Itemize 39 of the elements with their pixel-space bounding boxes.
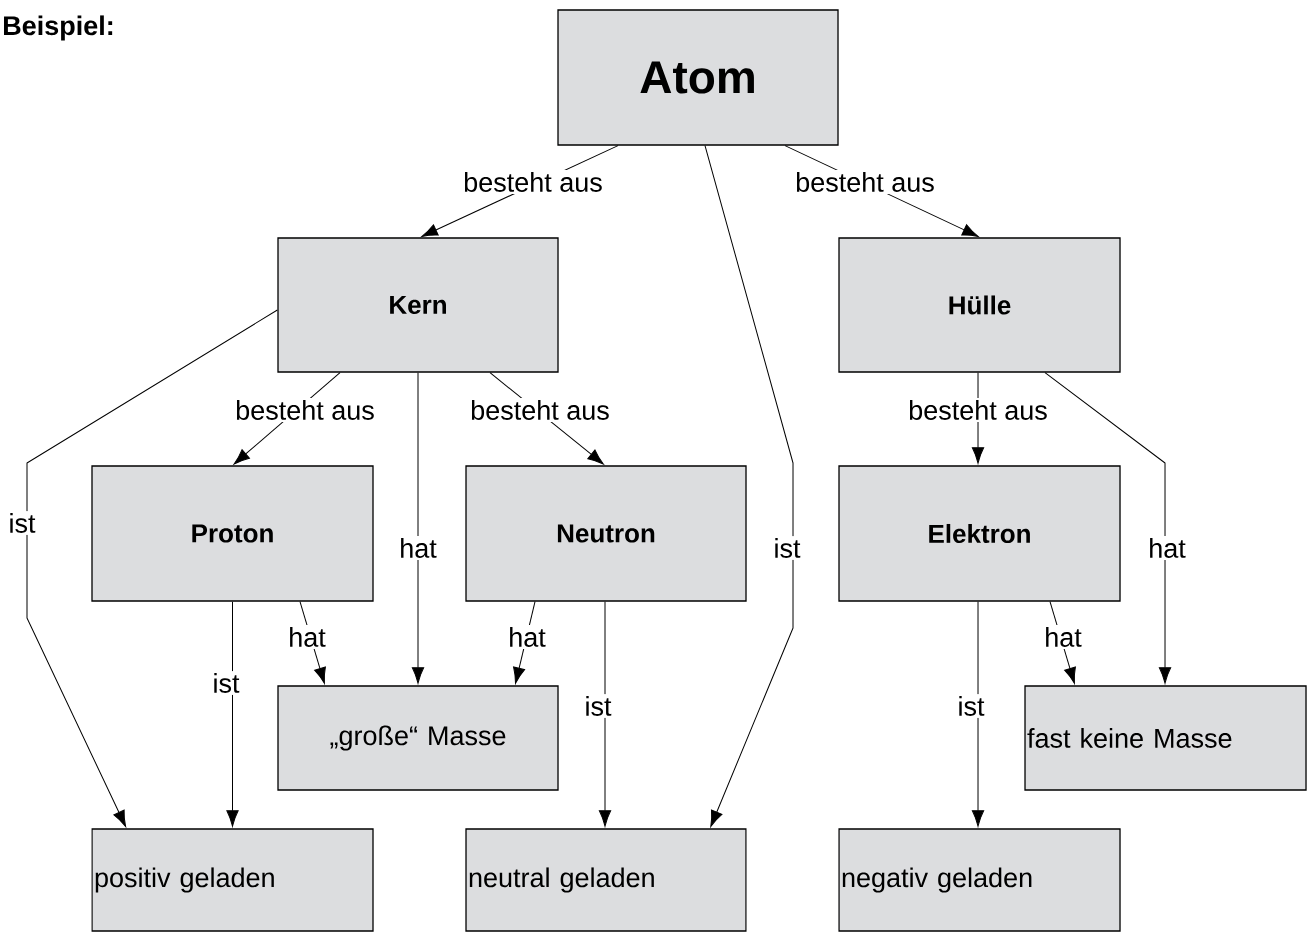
edge-label: besteht aus [461, 170, 605, 194]
concept-box: fast keine Masse [1024, 685, 1307, 791]
concept-box: negativ geladen [838, 828, 1121, 932]
edge-label: ist [771, 536, 803, 560]
arrow [411, 372, 425, 684]
concept-box: Atom [557, 9, 839, 146]
arrow [971, 601, 985, 827]
edge-label: hat [1146, 536, 1188, 560]
edge-label: besteht aus [468, 398, 612, 422]
concept-box: „große“ Masse [277, 685, 559, 791]
edge-label: besteht aus [793, 170, 937, 194]
arrow [26, 309, 278, 827]
arrow [226, 601, 239, 827]
arrow [1049, 601, 1076, 684]
concept-box: neutral geladen [465, 828, 747, 932]
concept-box: Neutron [465, 465, 747, 602]
edge-label: ist [6, 511, 38, 535]
arrow [598, 601, 612, 827]
edge-label: ist [210, 671, 242, 695]
edge-label: ist [582, 694, 614, 718]
arrow [704, 145, 794, 827]
concept-box: Hülle [838, 237, 1121, 373]
heading: Beispiel: [4, 15, 113, 41]
arrow [299, 601, 326, 684]
edge-label: hat [286, 625, 328, 649]
arrow [513, 601, 536, 684]
edge-label: ist [955, 694, 987, 718]
edge-label: hat [397, 536, 439, 560]
concept-box: Proton [91, 465, 374, 602]
arrow [233, 372, 341, 465]
edge-label: hat [1042, 625, 1084, 649]
edge-label: hat [506, 625, 548, 649]
arrow [971, 372, 985, 464]
edge-label: besteht aus [906, 398, 1050, 422]
concept-box: Elektron [838, 465, 1121, 602]
edge-label: besteht aus [233, 398, 377, 422]
concept-box: Kern [277, 237, 559, 373]
concept-box: positiv geladen [91, 828, 374, 932]
arrow [1044, 372, 1172, 684]
